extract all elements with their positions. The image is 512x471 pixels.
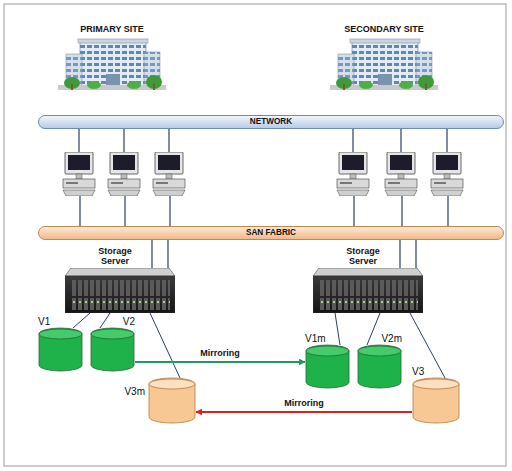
edge-label: Mirroring — [282, 398, 326, 409]
connection-line — [410, 313, 445, 378]
connection-line — [399, 240, 400, 268]
building-icon — [58, 39, 166, 90]
cylinder-body — [39, 328, 82, 371]
volume-label: V3 — [412, 366, 424, 377]
site-building: PRIMARY SITE — [58, 38, 166, 93]
connection-line — [151, 240, 152, 268]
cylinder-top — [149, 379, 195, 389]
server-label: Storage Server — [335, 246, 391, 266]
server-label: Storage Server — [87, 246, 143, 266]
storage-server: Storage Server — [313, 268, 423, 313]
connection-line — [335, 313, 340, 345]
cylinder-shape — [148, 378, 196, 424]
cylinder-top — [358, 346, 401, 356]
volume-cylinder: V2m — [357, 345, 402, 389]
workstation-wires — [79, 129, 448, 226]
volume-cylinder: V1 — [38, 328, 83, 372]
frame — [4, 4, 506, 466]
connection-line — [415, 240, 416, 268]
cylinder-body — [358, 345, 401, 388]
connection-line — [100, 313, 110, 328]
cylinder-top — [91, 329, 134, 339]
network-band: NETWORK — [38, 115, 504, 129]
storage-server: Storage Server — [65, 268, 175, 313]
band-label: NETWORK — [39, 116, 503, 128]
connection-line — [167, 240, 168, 268]
cylinder-shape — [38, 328, 83, 372]
volume-cylinder: V3 — [412, 378, 460, 424]
cylinder-top — [39, 329, 82, 339]
mirroring-arrow — [196, 411, 412, 413]
cylinder-body — [413, 378, 459, 423]
site-building: SECONDARY SITE — [330, 38, 438, 93]
cylinder-top — [306, 346, 349, 356]
cylinder-body — [91, 328, 134, 371]
server-icon — [313, 268, 423, 313]
connection-line — [150, 313, 180, 378]
cylinder-shape — [305, 345, 350, 389]
connection-line — [73, 313, 90, 328]
network-band: SAN FABRIC — [38, 226, 504, 240]
volume-label: V3m — [124, 386, 145, 397]
building-icon — [330, 39, 438, 90]
mirroring-arrow — [135, 361, 305, 363]
site-label: PRIMARY SITE — [80, 24, 144, 34]
volume-cylinder: V1m — [305, 345, 350, 389]
workstation-icons — [63, 152, 463, 196]
cylinder-body — [306, 345, 349, 388]
volume-label: V2 — [123, 316, 135, 327]
cylinder-shape — [357, 345, 402, 389]
server-icon — [65, 268, 175, 313]
connection-line — [367, 313, 380, 345]
site-label: SECONDARY SITE — [344, 24, 424, 34]
band-label: SAN FABRIC — [39, 227, 503, 239]
cylinder-shape — [90, 328, 135, 372]
volume-cylinder: V2 — [90, 328, 135, 372]
cylinder-body — [149, 378, 195, 423]
volume-label: V2m — [381, 333, 402, 344]
cylinder-shape — [412, 378, 460, 424]
volume-label: V1m — [305, 333, 326, 344]
volume-label: V1 — [38, 316, 50, 327]
cylinder-top — [413, 379, 459, 389]
edge-label: Mirroring — [198, 348, 242, 359]
volume-cylinder: V3m — [148, 378, 196, 424]
